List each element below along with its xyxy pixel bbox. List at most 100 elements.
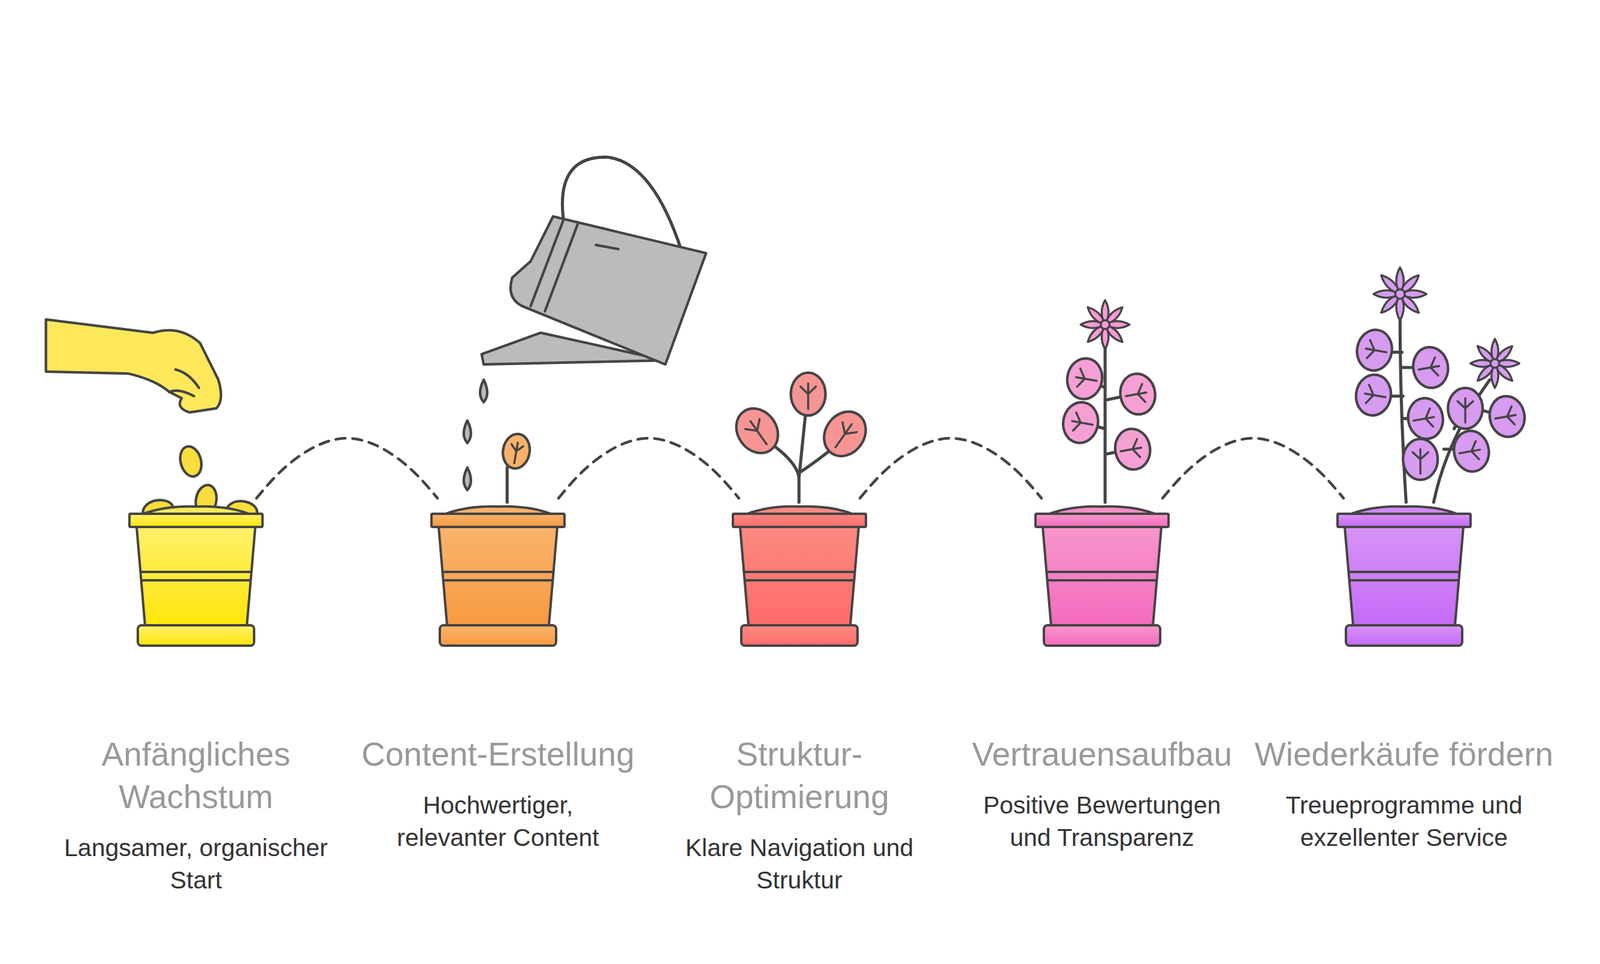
- leaf: [791, 372, 826, 416]
- plant-pot: VertrauensaufbauPositive Bewertungen und…: [1034, 495, 1170, 648]
- leaf-blade: [1404, 395, 1446, 442]
- hand: [46, 319, 222, 413]
- text-block: Content-ErstellungHochwertiger, relevant…: [348, 732, 648, 854]
- pot-body: [438, 526, 558, 626]
- step-description: Hochwertiger, relevanter Content: [366, 788, 630, 854]
- text-block: VertrauensaufbauPositive Bewertungen und…: [952, 732, 1252, 854]
- step-description: Langsamer, organischer Start: [64, 831, 328, 896]
- pot-saucer: [439, 625, 557, 646]
- text-block: Struktur-OptimierungKlare Navigation und…: [649, 732, 950, 896]
- leaf-vein: [1074, 367, 1099, 390]
- leaf: [1447, 387, 1483, 429]
- pot-outline: [1336, 495, 1472, 648]
- pot-band: [442, 571, 554, 581]
- leaf-blade: [1450, 427, 1493, 475]
- leaf: [1486, 393, 1529, 440]
- leaf-blade: [1353, 371, 1395, 418]
- leaf-blade: [1353, 326, 1396, 373]
- leaf-vein: [1411, 408, 1436, 430]
- illustration-group: [46, 157, 1529, 523]
- leaf: [1353, 371, 1395, 418]
- pot-outline: [731, 495, 868, 648]
- leaf-blade: [1117, 370, 1159, 418]
- step-description: Treueprogramme und exzellenter Service: [1272, 788, 1536, 854]
- leaf-blade: [791, 372, 826, 416]
- leaf-vein: [1457, 440, 1482, 463]
- leaf-vein: [1417, 356, 1442, 379]
- leaf-vein: [743, 415, 774, 449]
- leaf-vein: [1412, 448, 1429, 474]
- leaf-vein: [1493, 405, 1518, 428]
- pot-band: [1348, 571, 1460, 581]
- can-stripe: [530, 220, 618, 312]
- step-title: Anfängliches Wachstum: [46, 732, 346, 818]
- pot-band: [1046, 571, 1158, 581]
- text-block: Anfängliches WachstumLangsamer, organisc…: [46, 732, 346, 896]
- step-title: Wiederkäufe fördern: [1254, 732, 1554, 776]
- dashed-connector: [859, 438, 1042, 498]
- pot-band: [140, 571, 252, 581]
- leaf: [1450, 427, 1493, 475]
- step-description: Positive Bewertungen und Transparenz: [970, 788, 1234, 854]
- plant-pot: Wiederkäufe fördernTreueprogramme und ex…: [1336, 495, 1472, 648]
- leaf: [1117, 370, 1159, 418]
- water-drop: [463, 420, 472, 443]
- dashed-connector: [256, 438, 438, 498]
- pot-rim: [1337, 513, 1471, 527]
- plant-pot: Anfängliches WachstumLangsamer, organisc…: [128, 495, 264, 648]
- stem: [767, 408, 838, 503]
- pot-rim: [129, 513, 263, 527]
- pot-rim: [732, 513, 866, 527]
- water-drop: [463, 467, 472, 490]
- leaf-vein: [1124, 383, 1149, 406]
- pot-saucer: [1345, 625, 1463, 646]
- leaf-blade: [1486, 393, 1529, 440]
- leaf-vein: [508, 441, 524, 465]
- leaf-vein: [1363, 384, 1388, 406]
- seed: [176, 444, 205, 479]
- pot-band: [743, 571, 856, 581]
- flower-center: [1100, 320, 1110, 329]
- leaf-blade: [1112, 426, 1154, 473]
- leaf-blade: [1060, 399, 1102, 446]
- step-title: Content-Erstellung: [348, 732, 648, 776]
- plant-pot: Struktur-OptimierungKlare Navigation und…: [731, 495, 868, 648]
- pot-outline: [128, 495, 264, 648]
- pot-saucer: [137, 625, 255, 646]
- text-block: Wiederkäufe fördernTreueprogramme und ex…: [1254, 732, 1554, 854]
- plant-pot: Content-ErstellungHochwertiger, relevant…: [430, 495, 566, 648]
- flower-center: [1490, 358, 1500, 368]
- leaf: [1402, 438, 1438, 480]
- step-description: Klare Navigation und Struktur: [667, 831, 932, 896]
- leaf: [500, 431, 533, 471]
- flower: [1080, 300, 1130, 350]
- step-title: Vertrauensaufbau: [952, 732, 1252, 776]
- leaf-vein: [800, 382, 817, 409]
- leaf-blade: [500, 431, 533, 471]
- leaf-vein: [1070, 411, 1095, 434]
- pot-rim: [1035, 513, 1169, 527]
- leaf: [815, 403, 875, 464]
- pot-outline: [1034, 495, 1170, 648]
- pot-saucer: [1043, 625, 1161, 646]
- leaf-blade: [1402, 438, 1438, 480]
- stem: [505, 467, 509, 503]
- leaf-blade: [728, 400, 787, 461]
- leaf: [728, 400, 787, 461]
- pot-body: [1042, 526, 1162, 626]
- pot-rim: [431, 513, 565, 527]
- flower: [1470, 338, 1520, 388]
- leaf: [1060, 399, 1102, 446]
- can-body: [510, 216, 706, 365]
- leaf-blade: [815, 403, 875, 464]
- leaf: [1064, 355, 1106, 402]
- flower: [1373, 267, 1427, 321]
- leaf-vein: [1364, 339, 1389, 361]
- pot-outline: [430, 495, 566, 648]
- pot-saucer: [741, 625, 858, 646]
- pot-body: [740, 526, 859, 626]
- leaf-vein: [828, 418, 859, 452]
- dashed-connector: [558, 438, 739, 498]
